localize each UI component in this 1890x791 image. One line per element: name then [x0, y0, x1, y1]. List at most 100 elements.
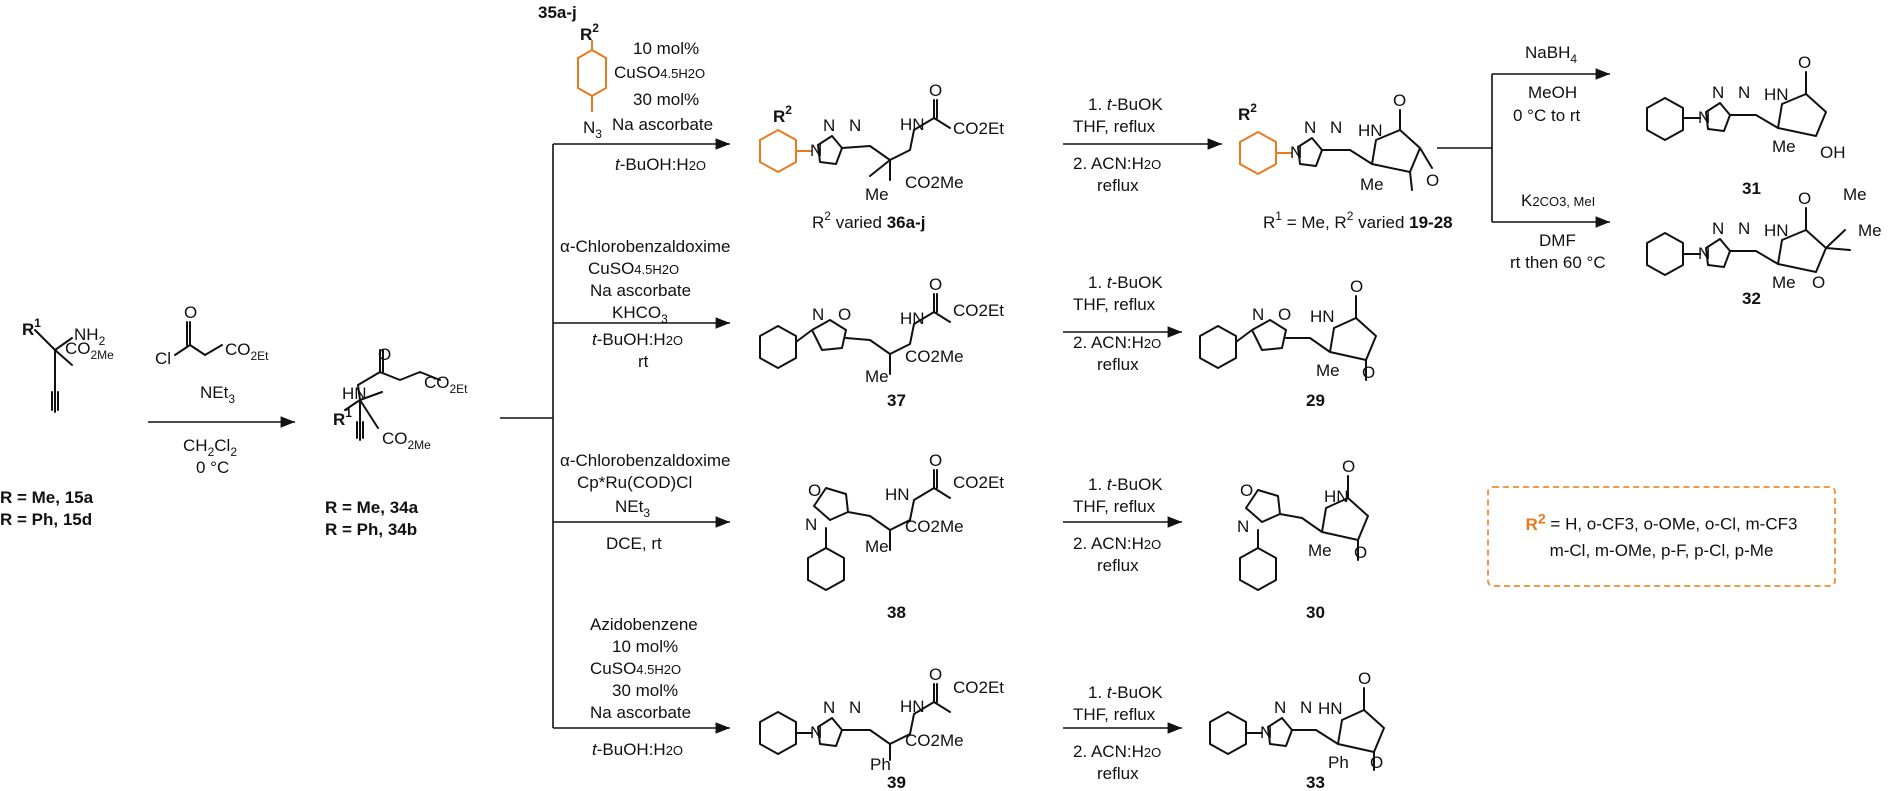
- co2et-36: CO2Et: [953, 119, 1004, 138]
- step1-conditions: O Cl CO2Et NEt3 CH2Cl2 0 °C: [148, 303, 295, 477]
- triazole-n2-33: N: [1274, 698, 1286, 717]
- hn-32: HN: [1764, 221, 1789, 240]
- triazole-n3-32: N: [1738, 219, 1750, 238]
- triazole-n3-39: N: [849, 698, 861, 717]
- product-38-label: 38: [887, 603, 906, 622]
- product-31-label: 31: [1742, 179, 1761, 198]
- co2et-34: CO2Et: [424, 373, 468, 396]
- o-top-30: O: [1342, 457, 1355, 476]
- b3-step-1: 1. t-BuOK: [1088, 475, 1163, 494]
- o-bottom-19: O: [1426, 171, 1439, 190]
- b2-step-2: THF, reflux: [1073, 295, 1156, 314]
- b2-cond2: CuSO4.5H2O: [588, 259, 679, 278]
- amide-o-38: O: [929, 451, 942, 470]
- triazole-n2-19: N: [1304, 118, 1316, 137]
- triazole-n3-36: N: [849, 116, 861, 135]
- product-19-caption: R1 = Me, R2 varied 19-28: [1263, 209, 1453, 232]
- isoxazole-n-30: N: [1237, 517, 1249, 536]
- start-label-2: R = Ph, 15d: [0, 510, 92, 529]
- co2me-36: CO2Me: [905, 173, 964, 192]
- me-b-32: Me: [1858, 221, 1882, 240]
- me-19: Me: [1360, 175, 1384, 194]
- me-36: Me: [865, 185, 889, 204]
- reagent-35-label: 35a-j: [538, 3, 577, 22]
- isoxazole-o-29: O: [1278, 305, 1291, 324]
- hn-30: HN: [1324, 487, 1349, 506]
- amide-o: O: [378, 345, 391, 364]
- b4-step-2: THF, reflux: [1073, 705, 1156, 724]
- b4-step-4: reflux: [1097, 764, 1139, 783]
- product-29: N O HN O O Me 29: [1199, 277, 1377, 410]
- triazole-n2-36: N: [823, 116, 835, 135]
- b4-step-3: 2. ACN:H2O: [1073, 742, 1161, 761]
- me-29: Me: [1316, 361, 1340, 380]
- b2-cond1: α-Chlorobenzaldoxime: [560, 237, 730, 256]
- me-30: Me: [1308, 541, 1332, 560]
- b3-step-4: reflux: [1097, 556, 1139, 575]
- co2et-38: CO2Et: [953, 473, 1004, 492]
- me-37: Me: [865, 367, 889, 386]
- acyl-cl: Cl: [155, 349, 171, 368]
- r2-label-36: R2: [773, 103, 792, 126]
- base-net3: NEt3: [200, 383, 235, 406]
- isoxazole-n-38: N: [805, 515, 817, 534]
- hn-36: HN: [900, 115, 925, 134]
- b2-step-3: 2. ACN:H2O: [1073, 333, 1161, 352]
- branch1-cond1: 10 mol%: [633, 39, 699, 58]
- branch1-conditions: 35a-j R2 N3 10 mol% CuSO4.5H2O 30 mol% N…: [538, 3, 713, 174]
- branch4-conditions: Azidobenzene 10 mol% CuSO4.5H2O 30 mol% …: [590, 615, 698, 759]
- isoxazole-o-37: O: [838, 305, 851, 324]
- product-36: R2 N N N O HN CO2Et CO2Me Me R2 varied 3…: [759, 81, 1004, 232]
- b2-cond4: KHCO3: [612, 303, 668, 326]
- triazole-n1-39: N: [810, 723, 822, 742]
- b3-step-2: THF, reflux: [1073, 497, 1156, 516]
- triazole-n3-31: N: [1738, 83, 1750, 102]
- triazole-n2-39: N: [823, 698, 835, 717]
- o-bottom-29: O: [1362, 363, 1375, 382]
- intermediate-34: O HN R1 CO2Et CO2Me R = Me, 34a R = Ph, …: [325, 345, 468, 539]
- dmf: DMF: [1539, 231, 1576, 250]
- product-37: N O O HN CO2Et CO2Me Me 37: [759, 275, 1004, 410]
- hn-19: HN: [1358, 121, 1383, 140]
- b1-step-3: 2. ACN:H2O: [1073, 154, 1161, 173]
- o-31: O: [1798, 53, 1811, 72]
- triazole-n3-33: N: [1300, 698, 1312, 717]
- triazole-n2-31: N: [1712, 83, 1724, 102]
- isoxazole-n-29: N: [1252, 305, 1264, 324]
- branch2-conditions: α-Chlorobenzaldoxime CuSO4.5H2O Na ascor…: [560, 237, 730, 371]
- b4-cond5: Na ascorbate: [590, 703, 691, 722]
- intermediate-label-1: R = Me, 34a: [325, 498, 419, 517]
- product-39: N N N O HN CO2Et CO2Me Ph 39: [759, 665, 1004, 791]
- b1-step-1: 1. t-BuOK: [1088, 95, 1163, 114]
- triazole-n3-19: N: [1330, 118, 1342, 137]
- co2me-label: CO2Me: [65, 339, 114, 362]
- hn-29: HN: [1310, 307, 1335, 326]
- b2-cond6: rt: [638, 352, 649, 371]
- isoxazole-o-38: O: [808, 481, 821, 500]
- product-33: N N N HN O O Ph 33: [1209, 669, 1385, 791]
- triazole-n1-19: N: [1290, 143, 1302, 162]
- triazole-n1-33: N: [1260, 723, 1272, 742]
- n3-label-35: N3: [583, 118, 602, 141]
- b2-cond3: Na ascorbate: [590, 281, 691, 300]
- nh2-label: NH2: [74, 325, 106, 348]
- b2-cond5: t-BuOH:H2O: [592, 330, 683, 349]
- branch1-cond3: 30 mol%: [633, 90, 699, 109]
- me-38: Me: [865, 537, 889, 556]
- o-top-32: O: [1798, 189, 1811, 208]
- branch1-cond2: CuSO4.5H2O: [614, 63, 705, 82]
- branch3-cyclization: 1. t-BuOK THF, reflux 2. ACN:H2O reflux: [1063, 475, 1182, 575]
- me-32: Me: [1772, 273, 1796, 292]
- hn-31: HN: [1764, 85, 1789, 104]
- k2co3-mei: K2CO3, MeI: [1521, 191, 1595, 210]
- r1-label: R1: [22, 316, 41, 339]
- b4-cond4: 30 mol%: [612, 681, 678, 700]
- me-31: Me: [1772, 137, 1796, 156]
- product-36-caption: R2 varied 36a-j: [812, 209, 925, 232]
- me-a-32: Me: [1843, 185, 1867, 204]
- b1-step-2: THF, reflux: [1073, 117, 1156, 136]
- product-39-label: 39: [887, 773, 906, 791]
- co2et-37: CO2Et: [953, 301, 1004, 320]
- amide-o-36: O: [929, 81, 942, 100]
